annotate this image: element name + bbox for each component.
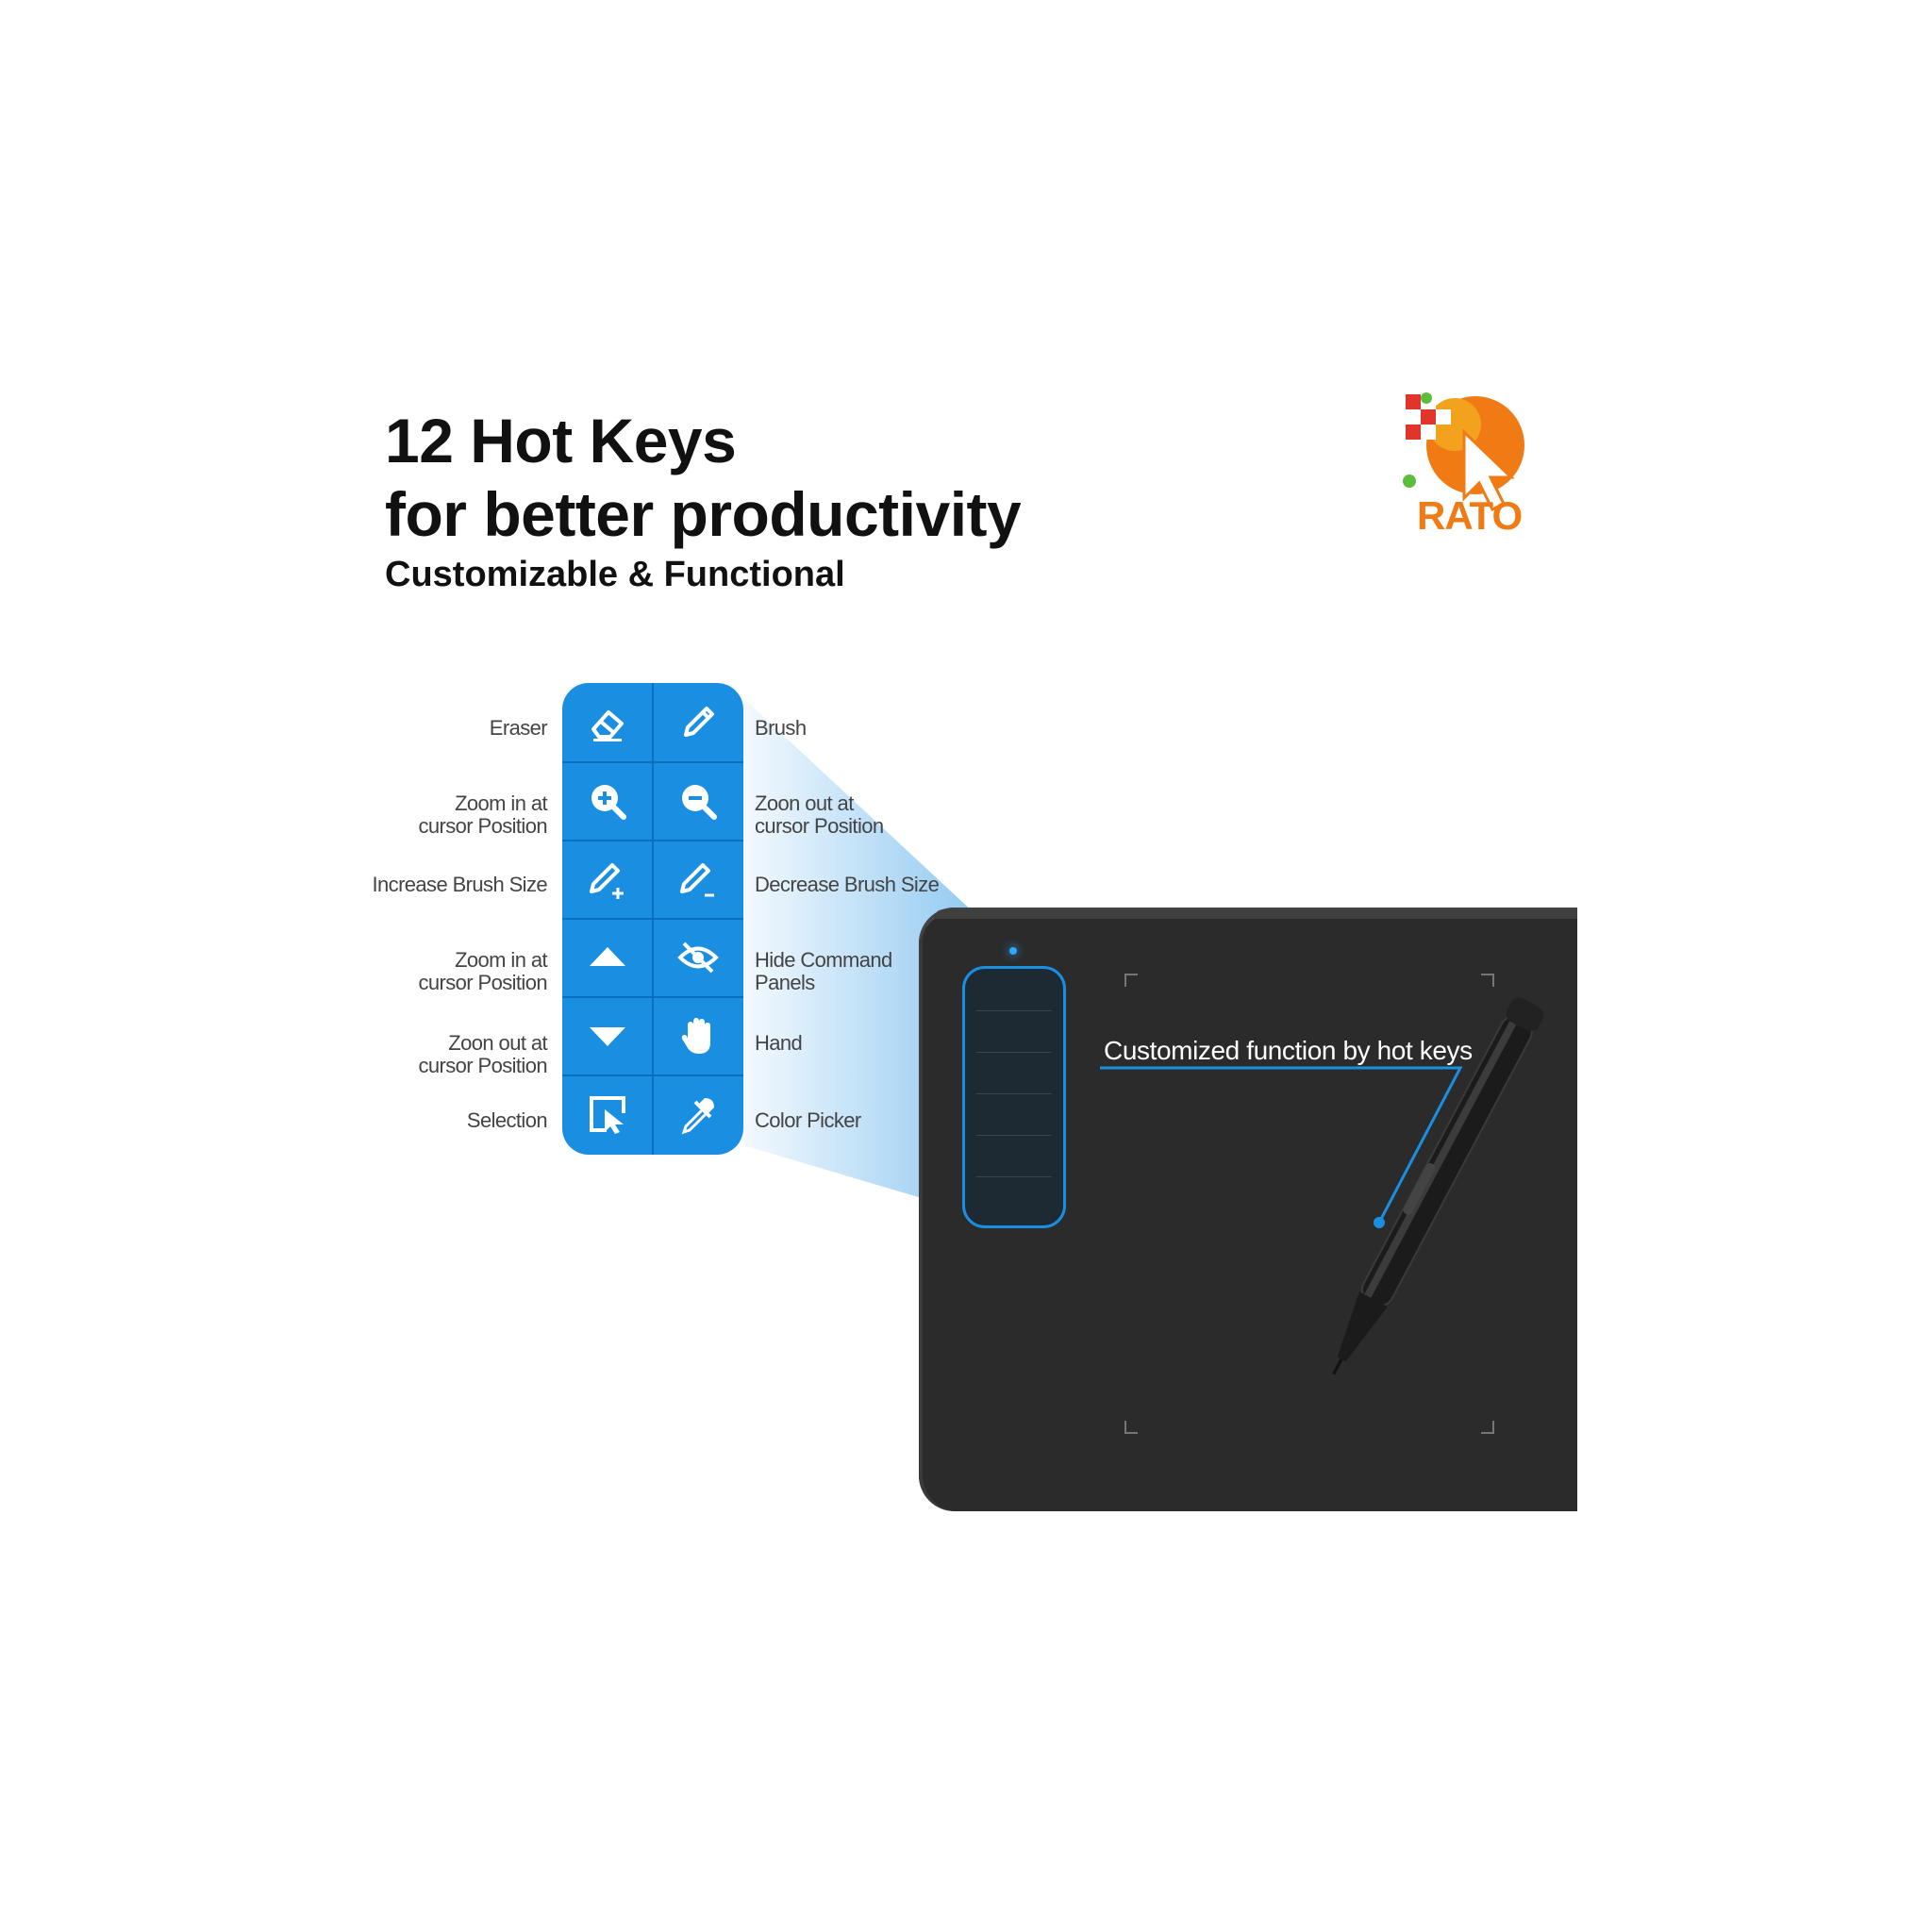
strip-divider <box>976 1010 1052 1011</box>
active-area-corner <box>1124 1421 1138 1434</box>
zoom-out-icon <box>682 784 717 820</box>
label-decrease-brush-size: Decrease Brush Size <box>755 873 940 896</box>
label-zoom-in-cursor-2: Zoom in at cursor Position <box>418 948 547 994</box>
strip-divider <box>976 1093 1052 1094</box>
hotkey-decrease-brush-size[interactable] <box>653 840 743 918</box>
hotkey-triangle-up[interactable] <box>562 918 653 996</box>
active-area-corner <box>1481 974 1494 987</box>
panel-divider <box>562 918 743 920</box>
hand-icon <box>681 1017 710 1054</box>
label-eraser: Eraser <box>489 716 548 740</box>
label-hide-command-panels: Hide Command Panels <box>755 948 892 994</box>
title-line-2: for better productivity <box>385 479 1022 549</box>
strip-divider <box>976 1135 1052 1136</box>
label-zoom-in-cursor: Zoom in at cursor Position <box>418 791 547 838</box>
brush-minus-icon <box>680 862 714 896</box>
rato-logo-text: RATO <box>1417 493 1523 538</box>
label-zoom-out-cursor-right: Zoon out at cursor Position <box>755 791 884 838</box>
active-area-corner <box>1481 1421 1494 1434</box>
callout-text: Customized function by hot keys <box>1104 1036 1473 1065</box>
hotkey-hand[interactable] <box>653 996 743 1074</box>
strip-divider <box>976 1052 1052 1053</box>
hotkey-hide-command-panels[interactable] <box>653 918 743 996</box>
panel-divider <box>562 1074 743 1076</box>
triangle-down-icon <box>590 1026 625 1046</box>
rato-logo-icon <box>1403 392 1524 512</box>
panel-divider <box>562 996 743 998</box>
hotkey-panel <box>562 683 743 1155</box>
label-increase-brush-size: Increase Brush Size <box>372 873 548 896</box>
brush-plus-icon <box>590 862 624 899</box>
hotkey-eraser[interactable] <box>562 683 653 761</box>
hotkey-brush[interactable] <box>653 683 743 761</box>
tablet-hotkey-strip <box>962 966 1066 1228</box>
title-line-1: 12 Hot Keys <box>385 406 737 475</box>
label-brush: Brush <box>755 716 807 740</box>
label-hand: Hand <box>755 1031 803 1055</box>
selection-icon <box>590 1095 625 1134</box>
page-title: 12 Hot Keys for better productivity <box>385 404 1022 551</box>
panel-divider <box>562 840 743 841</box>
hotkey-triangle-down[interactable] <box>562 996 653 1074</box>
eye-off-icon <box>677 941 719 973</box>
tablet-top-edge <box>934 909 1932 919</box>
triangle-up-icon <box>590 946 625 966</box>
hotkey-zoom-in[interactable] <box>562 761 653 840</box>
eraser-icon <box>591 709 624 741</box>
label-selection: Selection <box>466 1108 548 1132</box>
zoom-in-icon <box>591 784 626 820</box>
active-area-corner <box>1124 974 1138 987</box>
eyedropper-icon <box>681 1097 714 1134</box>
hotkey-increase-brush-size[interactable] <box>562 840 653 918</box>
hotkey-color-picker[interactable] <box>653 1074 743 1153</box>
hotkey-selection[interactable] <box>562 1074 653 1153</box>
page-subtitle: Customizable & Functional <box>385 555 845 594</box>
image-crop-margin <box>1577 849 1932 1585</box>
brush-icon <box>684 706 714 737</box>
label-zoom-out-cursor: Zoon out at cursor Position <box>418 1031 547 1077</box>
status-led <box>1009 947 1017 955</box>
hotkey-zoom-out[interactable] <box>653 761 743 840</box>
label-color-picker: Color Picker <box>755 1108 861 1132</box>
strip-divider <box>976 1176 1052 1177</box>
panel-divider <box>562 761 743 763</box>
